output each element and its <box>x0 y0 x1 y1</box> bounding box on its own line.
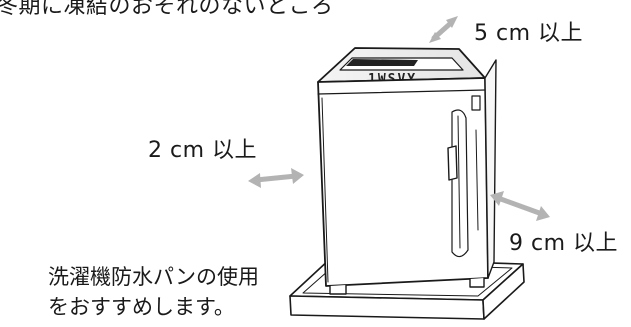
recommendation-note-line-1: 洗濯機防水パンの使用 <box>48 265 260 289</box>
clearance-left-label: 2 cm 以上 <box>148 138 258 163</box>
recommendation-note-line-2: をおすすめします。 <box>48 295 235 319</box>
top-clearance-arrow-icon <box>429 16 458 43</box>
washing-machine-icon: 1WSVY <box>317 47 497 295</box>
left-clearance-arrow-icon <box>248 168 304 188</box>
clearance-top-label: 5 cm 以上 <box>474 21 584 46</box>
right-clearance-arrow-icon <box>490 191 550 221</box>
top-note: 冬期に凍結のおそれのないところ <box>0 0 334 19</box>
clearance-right-label: 9 cm 以上 <box>509 231 619 256</box>
